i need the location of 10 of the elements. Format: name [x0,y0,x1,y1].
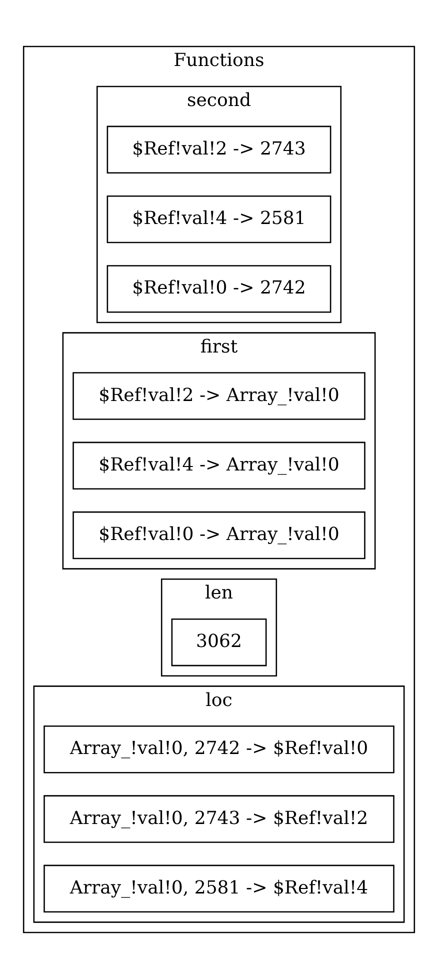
node-box: $Ref!val!2 -> Array_!val!0 [72,372,366,420]
node-box: 3062 [171,618,267,666]
node-box: $Ref!val!0 -> Array_!val!0 [72,511,366,560]
node-box: Array_!val!0, 2743 -> $Ref!val!2 [44,795,394,843]
node-box: $Ref!val!0 -> 2742 [106,265,332,313]
node-box: $Ref!val!4 -> 2581 [106,195,332,244]
node-box: Array_!val!0, 2742 -> $Ref!val!0 [44,726,394,774]
node-box: Array_!val!0, 2581 -> $Ref!val!4 [44,864,394,913]
node-box: $Ref!val!4 -> Array_!val!0 [72,442,366,490]
node-box: $Ref!val!2 -> 2743 [106,126,332,174]
